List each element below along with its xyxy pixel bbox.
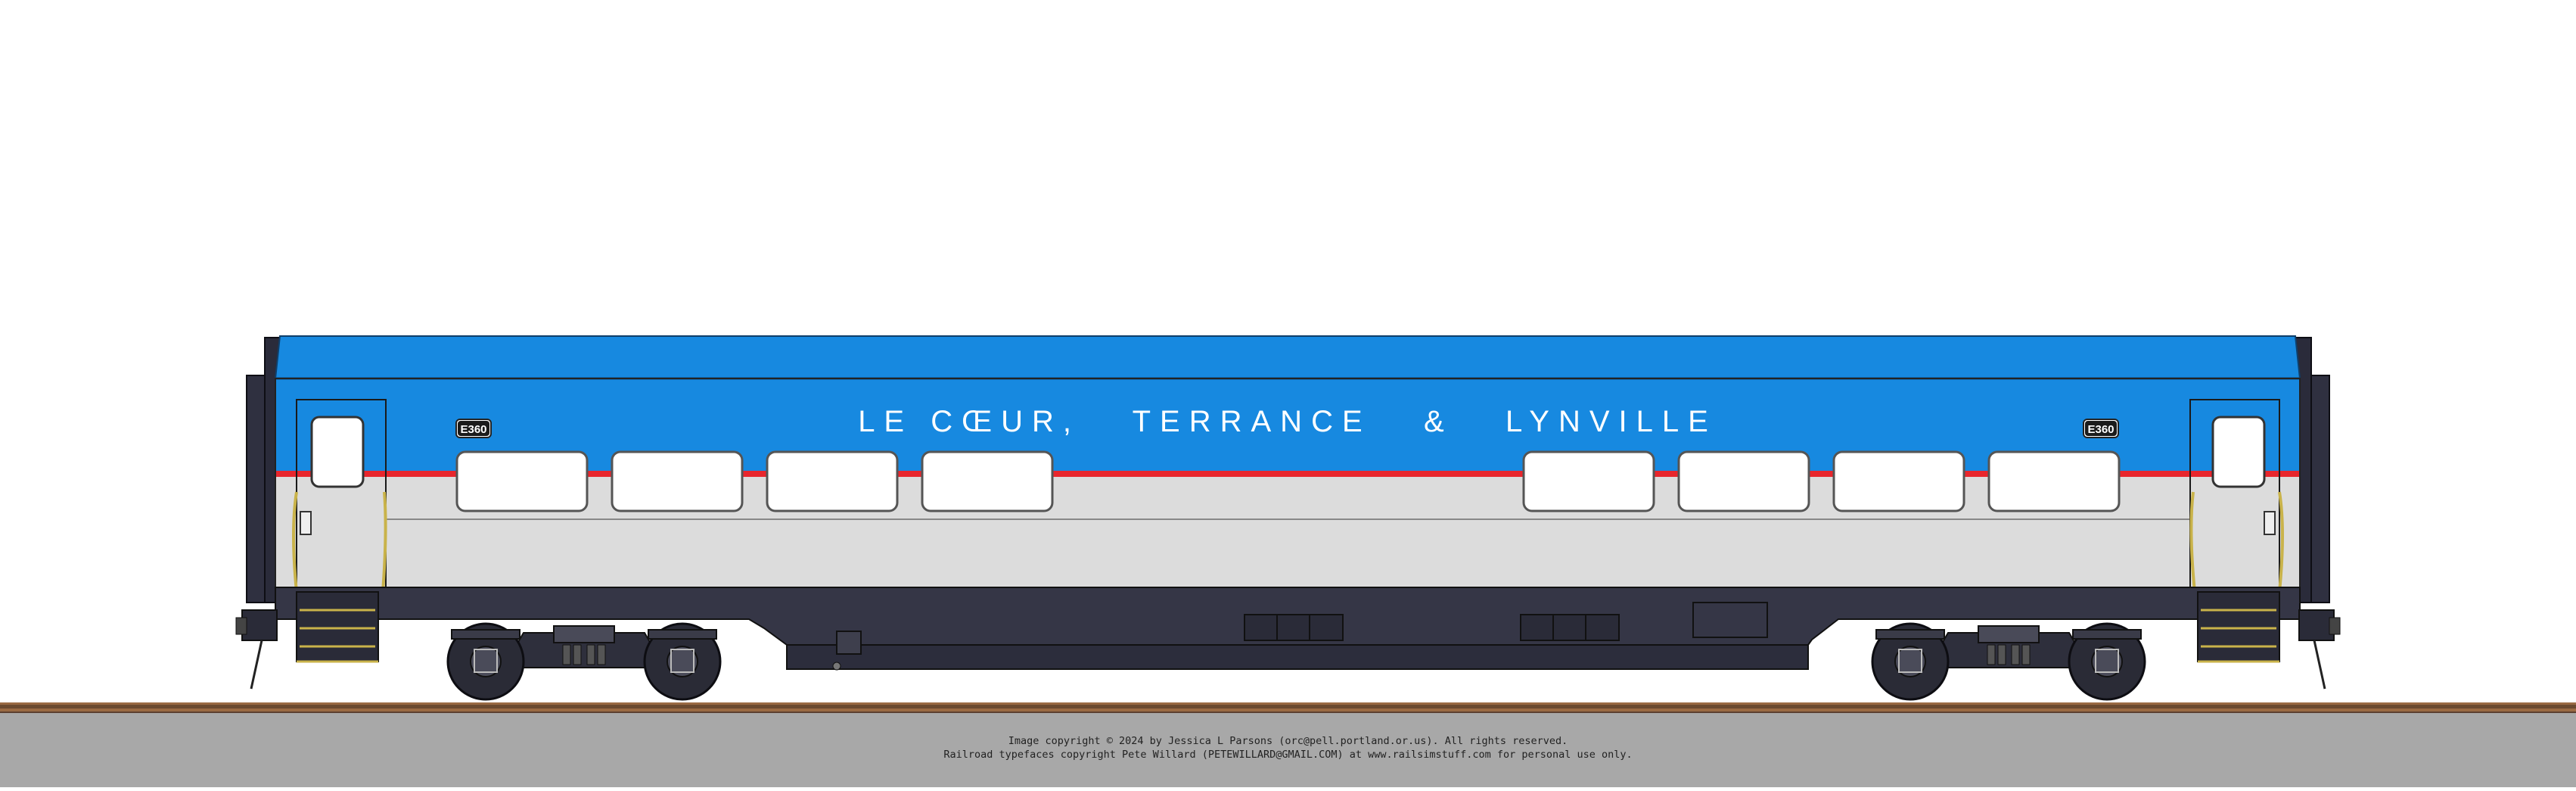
window	[766, 450, 899, 512]
equipment-box	[1520, 614, 1620, 641]
window	[1987, 450, 2121, 512]
diaphragm-left	[246, 375, 266, 603]
railroad-name: LE CŒUR, TERRANCE & LYNVILLE	[858, 405, 1717, 438]
window	[1522, 450, 1655, 512]
window	[611, 450, 744, 512]
track	[0, 702, 2576, 787]
rail	[0, 705, 2576, 708]
coupler-left	[235, 609, 278, 690]
copyright-notice: Image copyright © 2024 by Jessica L Pars…	[0, 734, 2576, 761]
window	[455, 450, 589, 512]
door-right	[2189, 399, 2284, 593]
window	[921, 450, 1054, 512]
window	[1677, 450, 1810, 512]
car-number-plate-right: E360	[2083, 419, 2119, 438]
copyright-line-1: Image copyright © 2024 by Jessica L Pars…	[1008, 735, 1568, 747]
truck-right	[1871, 622, 2146, 701]
steps-right	[2197, 591, 2280, 663]
equipment-box	[1244, 614, 1344, 641]
roof	[274, 335, 2301, 379]
ballast	[0, 712, 2576, 787]
copyright-line-2: Railroad typefaces copyright Pete Willar…	[943, 749, 1633, 761]
door-left	[292, 399, 387, 593]
equipment-box	[836, 631, 862, 655]
diaphragm-right	[2310, 375, 2330, 603]
equipment-box	[1692, 602, 1768, 638]
car-number-right: E360	[2087, 423, 2114, 436]
truck-left	[446, 622, 722, 701]
steps-left	[296, 591, 379, 663]
car-number-left: E360	[460, 423, 486, 436]
red-stripe	[275, 471, 2300, 477]
coupler-right	[2298, 609, 2341, 690]
window	[1832, 450, 1965, 512]
car-number-plate-left: E360	[455, 419, 492, 438]
passenger-car: LE CŒUR, TERRANCE & LYNVILLE E360 E360	[235, 335, 2341, 701]
